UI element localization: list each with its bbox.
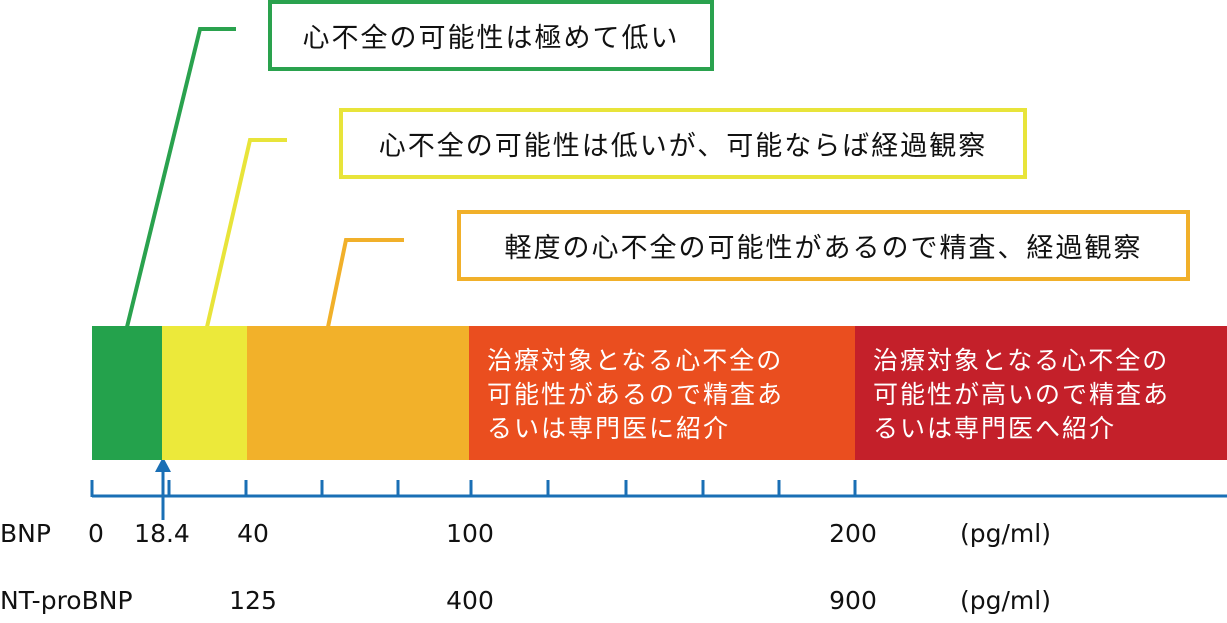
callout-very-low-text: 心不全の可能性は極めて低い [302,23,680,54]
bnp-axis [90,480,1227,498]
bnp-tick-40: 40 [237,519,269,548]
bnp-tick-18-4: 18.4 [134,519,190,548]
ntprobnp-label: NT-proBNP [0,586,133,615]
callout-low: 心不全の可能性は低いが、可能ならば経過観察 [339,108,1027,179]
callout-low-text: 心不全の可能性は低いが、可能ならば経過観察 [378,131,988,162]
ntprobnp-tick-400: 400 [446,586,494,615]
band-dark-red: 治療対象となる心不全の 可能性が高いので精査あるいは専門医へ紹介 [855,326,1227,460]
ntprobnp-tick-125: 125 [229,586,277,615]
marker-arrow-icon [155,457,171,520]
ntprobnp-tick-900: 900 [829,586,877,615]
band-red-orange-text: 治療対象となる心不全の 可能性があるので精査あるいは専門医に紹介 [487,344,845,446]
callout-mild: 軽度の心不全の可能性があるので精査、経過観察 [457,210,1190,281]
bnp-tick-0: 0 [88,519,104,548]
bnp-tick-100: 100 [446,519,494,548]
band-red-orange-line: 治療対象となる心不全の [487,346,784,375]
band-red-orange-line-2: 可能性があるので精査あ [487,380,785,409]
band-orange [247,326,469,460]
callout-mild-text: 軽度の心不全の可能性があるので精査、経過観察 [504,233,1143,264]
band-red-orange-line-3: るいは専門医に紹介 [487,414,731,443]
callout-very-low: 心不全の可能性は極めて低い [268,0,714,71]
band-green [92,326,162,460]
bnp-label: BNP [0,519,51,548]
leader-line-orange [326,238,404,328]
band-dark-red-line: 治療対象となる心不全の [873,346,1170,375]
bnp-unit: (pg/ml) [960,519,1051,548]
ntprobnp-unit: (pg/ml) [960,586,1051,615]
leader-line-yellow [205,138,287,328]
band-dark-red-line-3: るいは専門医へ紹介 [873,414,1117,443]
band-red-orange: 治療対象となる心不全の 可能性があるので精査あるいは専門医に紹介 [469,326,855,460]
band-dark-red-line-2: 可能性が高いので精査あ [873,380,1171,409]
band-dark-red-text: 治療対象となる心不全の 可能性が高いので精査あるいは専門医へ紹介 [873,344,1217,446]
band-yellow [162,326,247,460]
bnp-tick-200: 200 [829,519,877,548]
leader-line-green [125,27,236,328]
